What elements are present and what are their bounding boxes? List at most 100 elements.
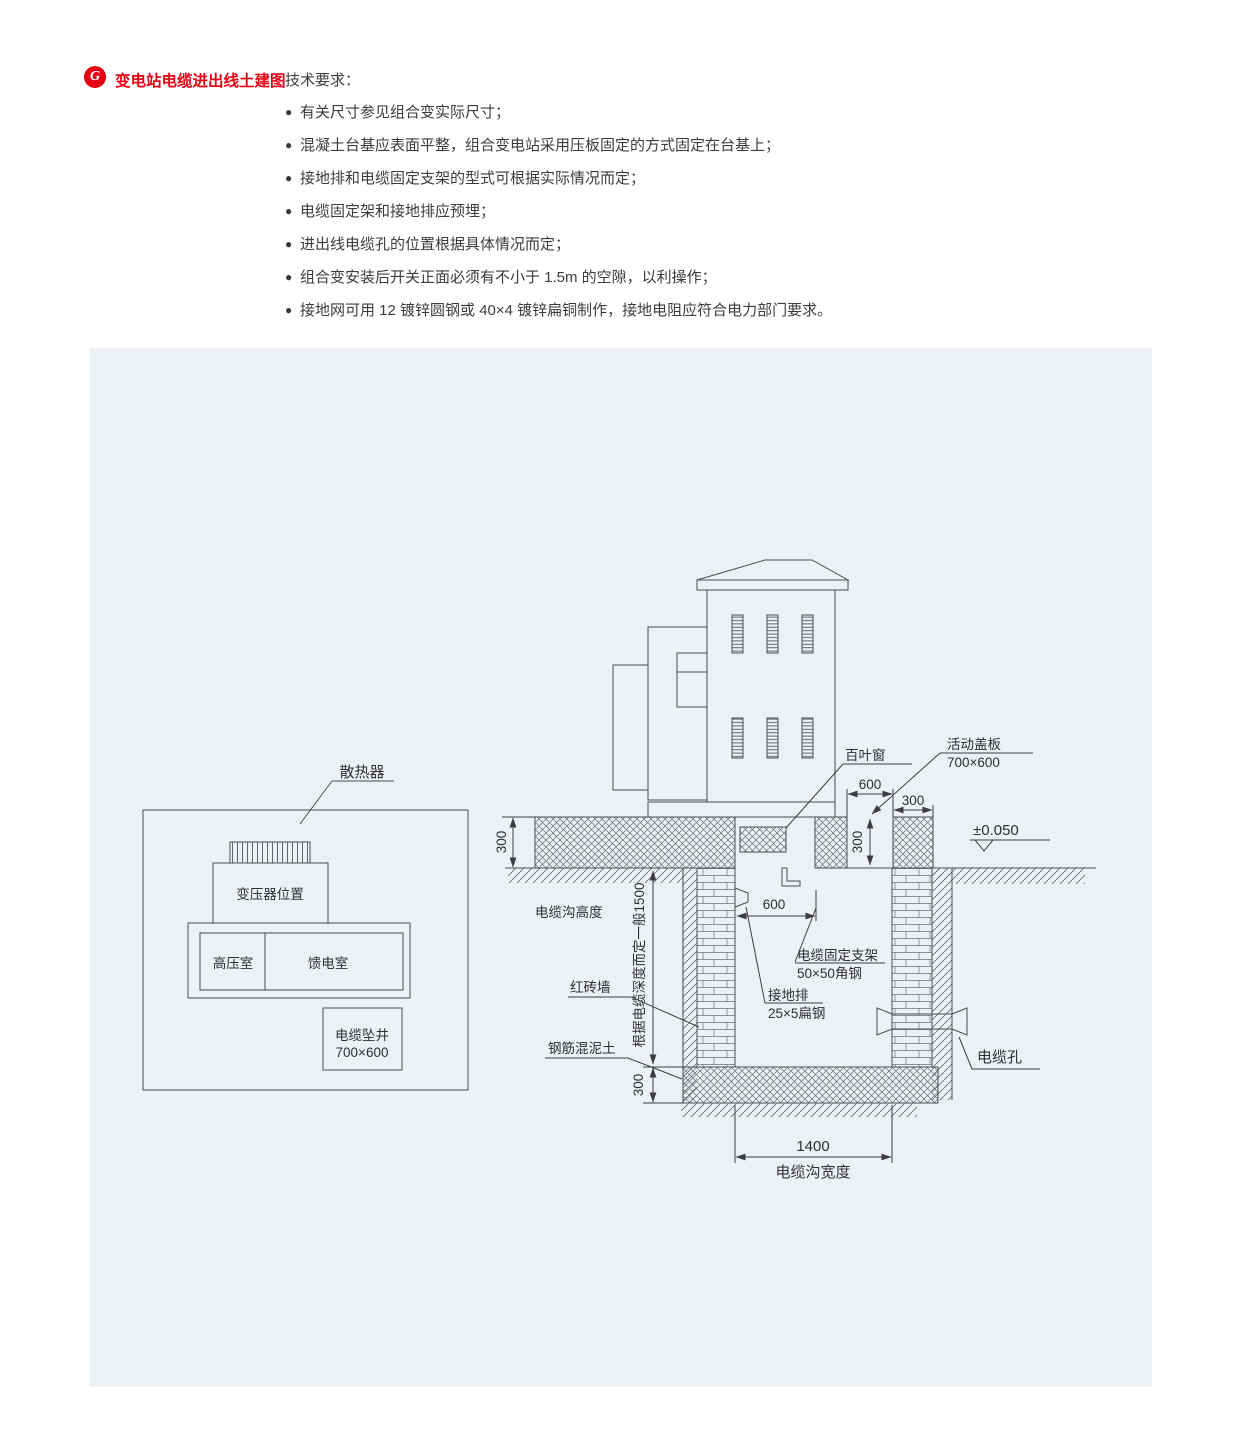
dim-300-vertical: 300 [850, 831, 865, 854]
trench-fittings [734, 867, 801, 908]
cable-shaft-box [322, 1007, 403, 1071]
bottom-slab [682, 1066, 939, 1104]
junction-box [676, 652, 708, 708]
cable-shaft-label: 电缆坠井 [335, 1028, 389, 1043]
ground-hatch-bottom [681, 1103, 917, 1117]
bullet-icon: ● [285, 105, 293, 119]
earth-strip-right [932, 868, 952, 1100]
trench-width-label: 电缆沟宽度 [775, 1164, 850, 1181]
dim-300-left: 300 [494, 831, 509, 854]
cable-hole-flange-outer [951, 1007, 968, 1036]
ground-bar-leader [745, 906, 766, 1004]
bullet-icon: ● [285, 237, 293, 251]
louver-label: 百叶窗 [845, 747, 886, 763]
civil-drawing: 变压器位置 高压室 馈电室 电缆坠井 700×600 散热器 [142, 559, 1096, 1181]
cable-hole-leader [958, 1036, 973, 1070]
diagram-panel: 变压器位置 高压室 馈电室 电缆坠井 700×600 散热器 [90, 348, 1152, 1387]
dim-1400: 1400 [796, 1138, 829, 1155]
roof-band [696, 579, 849, 591]
transformer-label: 变压器位置 [236, 887, 304, 902]
requirement-item: ● 混凝土台基应表面平整，组合变电站采用压板固定的方式固定在台基上； [285, 134, 780, 154]
slab-right [892, 816, 934, 869]
requirement-text: 接地排和电缆固定支架的型式可根据实际情况而定； [300, 170, 646, 187]
bullet-icon: ● [285, 171, 293, 185]
dim-300-bottom: 300 [631, 1074, 646, 1097]
requirement-item: ● 进出线电缆孔的位置根据具体情况而定； [285, 233, 570, 253]
vent-louver [766, 717, 779, 759]
dim-300-top: 300 [902, 793, 925, 808]
cable-shaft-size: 700×600 [336, 1045, 389, 1060]
slab-pillar [814, 816, 848, 869]
louver-block [739, 826, 787, 853]
brick-wall-label: 红砖墙 [570, 980, 611, 995]
requirement-text: 接地网可用 12 镀锌圆钢或 40×4 镀锌扁铜制作，接地电阻应符合电力部门要求… [300, 302, 833, 319]
bracket-label: 电缆固定支架 [797, 948, 878, 963]
dim-600-top: 600 [859, 777, 882, 792]
level-mark: ±0.050 [973, 822, 1019, 839]
angle-steel-bracket [781, 867, 801, 887]
radiator-fins [229, 841, 311, 864]
bullet-icon: ● [285, 204, 293, 218]
requirement-item: ● 组合变安装后开关正面必须有不小于 1.5m 的空隙，以利操作； [285, 266, 717, 286]
foundation-section [505, 816, 1096, 1117]
cable-hole-sleeve [876, 1007, 968, 1036]
louver-leader [785, 763, 844, 829]
brick-wall-right [891, 867, 933, 1068]
requirement-item: ● 电缆固定架和接地排应预埋； [285, 200, 495, 220]
cabinet-outline [187, 922, 411, 999]
page-title: 变电站电缆进出线土建图 [115, 73, 286, 90]
ground-hatch-right [933, 868, 1085, 884]
cabinet-plinth [647, 801, 836, 818]
cabinet-inner [199, 932, 404, 991]
requirement-item: ● 有关尺寸参见组合变实际尺寸； [285, 101, 510, 121]
requirement-text: 混凝土台基应表面平整，组合变电站采用压板固定的方式固定在台基上； [300, 137, 781, 154]
bracket-leader [794, 907, 817, 963]
brick-wall-left [696, 867, 736, 1068]
requirement-item: ● 接地网可用 12 镀锌圆钢或 40×4 镀锌扁铜制作，接地电阻应符合电力部门要… [285, 299, 832, 319]
radiator-leader [299, 780, 333, 825]
ground-bar-seat [734, 887, 749, 908]
cabinet-elevation [612, 559, 850, 818]
cable-hole-flange-inner [876, 1007, 893, 1036]
trench-height-label: 电缆沟高度 [535, 904, 603, 920]
concrete-label: 钢筋混泥土 [548, 1040, 616, 1056]
feeder-room-label: 馈电室 [308, 955, 349, 971]
cover-plate-leader [871, 752, 941, 815]
foundation-pad-outline [142, 809, 469, 1091]
roof [696, 559, 850, 581]
section-badge-icon: G [84, 66, 106, 88]
dimensions [502, 789, 1050, 1163]
dim-600-trench: 600 [763, 897, 786, 912]
bullet-icon: ● [285, 138, 293, 152]
bullet-icon: ● [285, 270, 293, 284]
radiator-side-outer [612, 664, 649, 791]
depth-note: 根据电缆深度而定一般1500 [632, 882, 647, 1047]
requirements-heading: 技术要求： [285, 72, 361, 89]
concrete-leader [627, 1057, 683, 1080]
vent-louver [801, 614, 814, 654]
radiator-label: 散热器 [339, 764, 384, 781]
leader-lines [545, 752, 1040, 1080]
ground-hatch-left [508, 868, 683, 883]
requirement-text: 组合变安装后开关正面必须有不小于 1.5m 的空隙，以利操作； [300, 269, 717, 286]
requirement-text: 有关尺寸参见组合变实际尺寸； [300, 104, 511, 121]
requirement-text: 电缆固定架和接地排应预埋； [300, 203, 496, 220]
hv-room-label: 高压室 [213, 955, 254, 971]
ground-bar-spec: 25×5扁钢 [768, 1006, 825, 1021]
requirement-text: 进出线电缆孔的位置根据具体情况而定； [300, 236, 571, 253]
cover-plate-label: 活动盖板 [947, 737, 1001, 752]
vent-louver [731, 717, 744, 759]
bullet-icon: ● [285, 303, 293, 317]
slab-left [534, 816, 736, 869]
vent-louver [731, 614, 744, 654]
ground-bar-label: 接地排 [768, 987, 809, 1003]
brick-wall-leader [630, 996, 700, 1028]
bracket-spec: 50×50角钢 [797, 966, 862, 981]
vent-louver [801, 717, 814, 759]
vent-louver [766, 614, 779, 654]
earth-strip-left [683, 868, 697, 1103]
cover-plate-size: 700×600 [947, 755, 1000, 770]
requirement-item: ● 接地排和电缆固定支架的型式可根据实际情况而定； [285, 167, 645, 187]
plan-view [142, 780, 469, 1091]
